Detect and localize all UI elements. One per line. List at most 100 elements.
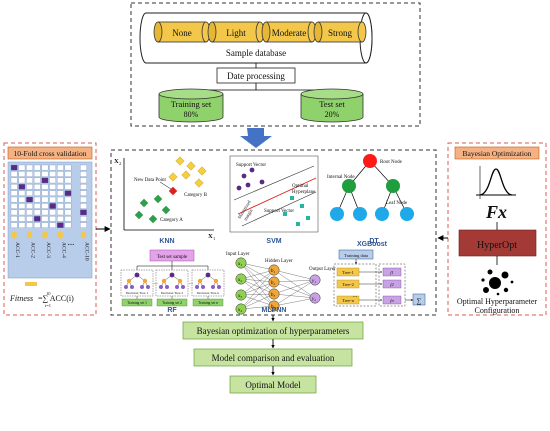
rf-internal-node [197,278,203,284]
bayes-config-line-1: Optimal Hyperparameter [457,297,538,306]
xgb-tree-label: Tree-1 [342,270,354,275]
test-set-label: Test set [319,99,345,109]
cv-fold-cell [64,209,72,216]
cv-grid [10,164,87,228]
rf-leaf-node [175,285,179,289]
svm-class-1-points [236,167,265,191]
category-moderate: Moderate [261,21,317,43]
xgb-sum-symbol: ∑ [417,297,422,305]
knn-category-a-label: Category A [160,218,183,223]
big-down-arrow [240,128,272,148]
mlp-output-neuron-label: y2 [311,296,316,302]
mlp-input-neuron-label: x1 [237,261,242,267]
test-set-cylinder: Test set 20% [300,88,364,123]
mlp-output-neuron [309,292,321,304]
rf-root-node [205,272,211,278]
category-none-label: None [172,28,192,38]
cv-fold-cell [26,222,33,228]
knn-new-point [168,186,178,196]
cv-fold-cell [49,222,56,228]
cv-fold-cell [64,196,72,203]
cv-fold-cell [33,203,41,209]
rf-internal-node [161,278,167,284]
cv-fold-cell [26,203,33,209]
cv-fold-cell [57,171,64,177]
bayes-fx-f: F [485,202,498,222]
bayes-bubbles-icon [481,269,514,296]
rf-leaf-node [195,285,199,289]
cv-fold-cell [41,171,49,177]
xgb-tree-label: Tree-n [342,298,355,303]
cv-fold-cell [64,190,72,196]
rf-panel: Test set sample Decision Tree 1Training … [120,249,225,314]
cv-fold-cell [80,164,87,171]
fitness-marker [25,282,37,286]
cv-fold-cell [41,190,49,196]
cv-fold-cell [49,164,56,171]
mlp-input-neuron [235,257,247,269]
cv-fold-cell [49,177,56,184]
svm-hyperplane [237,177,317,215]
cv-acc-label: ACC-2 [30,242,36,258]
cv-fold-cell [41,196,49,203]
mlp-edges [240,262,316,310]
dt-leaf-node-3 [375,207,389,221]
cv-fold-cell [80,222,87,228]
cv-title-box [7,146,93,160]
cv-fold-cell [57,203,64,209]
cv-fold-cell [18,190,26,196]
cv-fold-cell [49,216,56,222]
cv-fold-cell [10,184,18,190]
cv-fold-cell [26,164,33,171]
category-cylinders: None Light Moderate Strong [153,21,367,43]
dt-leaf-node-4 [400,207,414,221]
step-optimal-model: Optimal Model [245,380,301,390]
cv-fold-cell [49,190,56,196]
cv-fold-cell [26,216,33,222]
cv-fold-cell [26,171,33,177]
cv-fold-cell [64,171,72,177]
knn-axis-x-label: X [208,233,213,240]
sample-database-caption: Sample database [226,48,286,58]
category-light-label: Light [226,28,246,38]
bayes-config-line-2: Configuration [475,306,520,315]
cv-fold-cell [10,209,18,216]
svm-optimal-line-2: Hyperplane [292,190,316,195]
xgb-outputs-frame [378,263,406,307]
bayes-panel-frame [447,142,547,316]
category-none: None [153,21,211,43]
knn-title: KNN [159,238,174,245]
dt-title: DT [369,238,379,245]
svm-title: SVM [266,238,281,245]
cv-fold-cell [49,209,56,216]
mlp-hidden-neuron [268,300,280,312]
date-processing-label: Date processing [227,71,285,81]
mlp-input-neuron-label: x3 [237,293,242,299]
cv-fold-cell [57,190,64,196]
rf-root-node [169,272,175,278]
bayes-fx-x: x [497,202,507,222]
cv-fold-cell [57,184,64,190]
cv-fold-cell [80,171,87,177]
rf-leaf-node [130,285,134,289]
cv-fold-cell [18,177,26,184]
rf-leaf-node [159,285,163,289]
cv-fold-cell [18,209,26,216]
models-frame [110,149,437,316]
cv-fold-cell [64,184,72,190]
knn-axis-y-label: X [114,158,119,165]
cv-fold-cell [57,177,64,184]
hyperopt-box [458,229,537,257]
step-optimal-model-box [229,375,317,394]
mlp-input-neuron [235,303,247,315]
cv-fold-cell [49,203,56,209]
rf-title: RF [167,307,177,314]
hyperopt-label: HyperOpt [477,240,517,251]
cv-fold-cell [49,184,56,190]
xgb-output-box [382,279,402,289]
category-strong: Strong [313,21,367,43]
dt-root-label: Root Node [380,160,403,165]
